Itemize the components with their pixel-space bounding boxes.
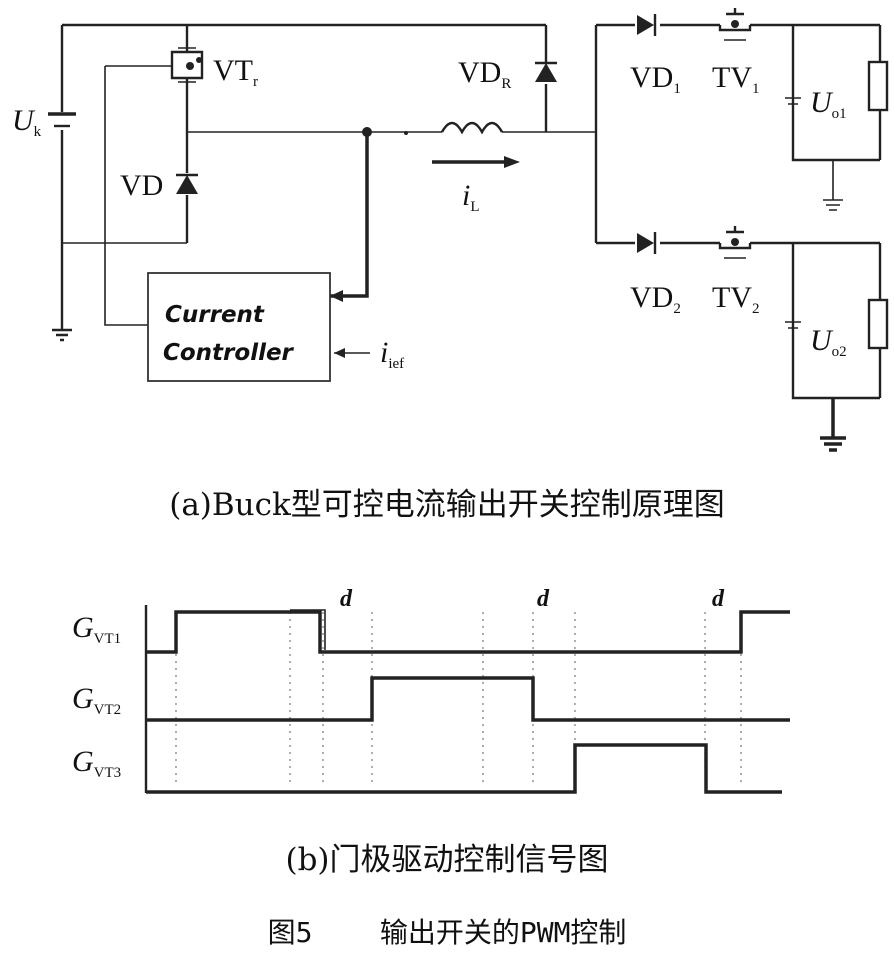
- switch-vtr-mosfet: [105, 25, 204, 243]
- signal-1-label: GVT1: [72, 611, 121, 647]
- dead-time-label-3: d: [712, 586, 725, 612]
- gate-control-wire: [104, 66, 148, 326]
- diode-label: VD: [120, 169, 163, 202]
- dc-source-battery: [48, 112, 76, 130]
- diode-r-label: VDR: [458, 56, 511, 92]
- inductor-current-label: iL: [462, 179, 480, 215]
- waveform-gvt1: [146, 610, 790, 654]
- buck-circuit-diagram: Uk VTr VD: [12, 8, 889, 523]
- circuit-caption: (a)Buck型可控电流输出开关控制原理图: [169, 487, 725, 523]
- output-voltage-2-label: Uo2: [810, 324, 847, 360]
- inductor-coil: [440, 121, 596, 135]
- timing-guide-lines: [175, 612, 742, 785]
- gate-timing-diagram: GVT1 GVT2 GVT3 d d d (b)门极驱动控制信号图: [72, 586, 790, 878]
- output-switch-2-label: TV2: [712, 281, 760, 317]
- dead-time-label-2: d: [537, 586, 550, 612]
- controller-label-line2: Controller: [163, 340, 295, 366]
- output-branch-2: [596, 226, 889, 452]
- output-diode-2-label: VD2: [630, 281, 681, 317]
- output-branch-1: [596, 8, 889, 211]
- signal-3-label: GVT3: [72, 745, 121, 781]
- output-switch-1-label: TV1: [712, 61, 760, 97]
- output-voltage-1-label: Uo1: [810, 86, 847, 122]
- signal-2-label: GVT2: [72, 682, 121, 718]
- controller-label-line1: Current: [165, 302, 265, 328]
- output-diode-1-label: VD1: [630, 61, 681, 97]
- diode-vdr: [535, 25, 557, 132]
- waveform-gvt3: [146, 743, 782, 794]
- current-feedback-wire: [330, 132, 369, 298]
- figure-caption: 图5 输出开关的PWM控制: [268, 916, 627, 949]
- current-controller-box: Current Controller: [147, 272, 331, 382]
- waveform-gvt2: [146, 676, 790, 722]
- ground-symbol-left: [52, 328, 72, 342]
- reference-input-arrow: [334, 348, 370, 358]
- dead-time-label-1: d: [340, 586, 353, 612]
- timing-caption: (b)门极驱动控制信号图: [285, 842, 608, 878]
- inductor-current-arrow: [432, 156, 520, 168]
- source-label: Uk: [12, 104, 42, 140]
- switch-label: VTr: [213, 54, 258, 90]
- reference-current-label: iief: [380, 336, 404, 372]
- freewheel-diode-vd: [176, 173, 198, 195]
